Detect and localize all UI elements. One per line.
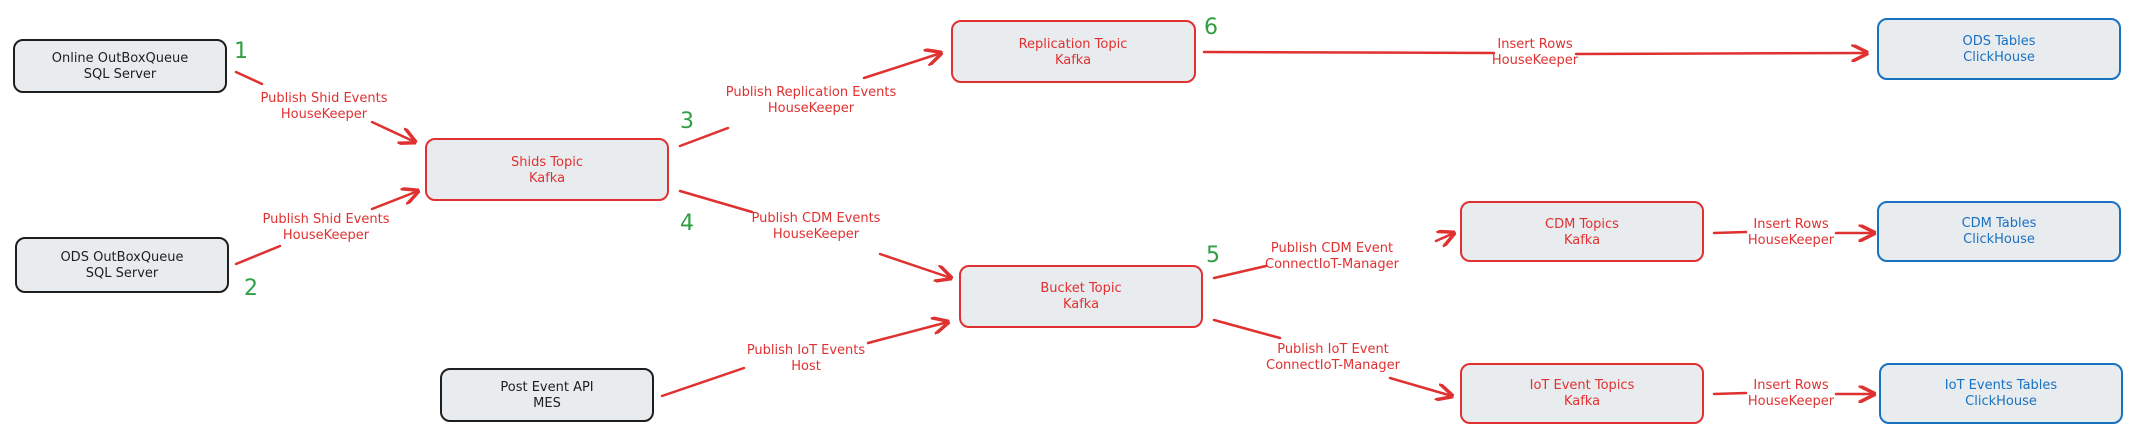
- arrow-shids-to-bucket-head: [878, 252, 951, 278]
- arrow-bucket-to-iot-topics: [1212, 318, 1282, 340]
- arrow-bucket-to-cdm-topics-head: [1434, 233, 1454, 241]
- step-numbers: 1 2 3 4 5 6: [234, 15, 1220, 301]
- step-number-4: 4: [680, 211, 694, 236]
- arrow-bucket-to-cdm-topics: [1212, 264, 1268, 280]
- step-number-6: 6: [1204, 15, 1218, 40]
- arrow-online-to-shids-head: [370, 120, 415, 142]
- arrow-shids-to-bucket: [678, 189, 754, 214]
- arrow-shids-to-replication-head: [862, 53, 941, 80]
- arrow-online-to-shids: [234, 70, 264, 86]
- arrow-replication-to-ods-tables-head: [1574, 53, 1867, 54]
- step-number-1: 1: [234, 39, 248, 64]
- arrow-bucket-to-iot-topics-head: [1388, 376, 1452, 396]
- arrow-ods-to-shids: [234, 244, 282, 266]
- arrow-post-api-to-bucket-head: [866, 322, 948, 345]
- arrow-shids-to-replication: [678, 126, 730, 148]
- step-number-2: 2: [244, 276, 258, 301]
- step-number-3: 3: [680, 109, 694, 134]
- step-number-5: 5: [1206, 243, 1220, 268]
- arrows: [234, 50, 1874, 398]
- arrow-iot-topics-to-tables: [1712, 391, 1748, 396]
- arrow-replication-to-ods-tables: [1202, 50, 1496, 55]
- arrow-post-api-to-bucket: [660, 366, 746, 398]
- arrow-cdm-topics-to-tables: [1712, 230, 1748, 235]
- arrow-ods-to-shids-head: [370, 191, 418, 211]
